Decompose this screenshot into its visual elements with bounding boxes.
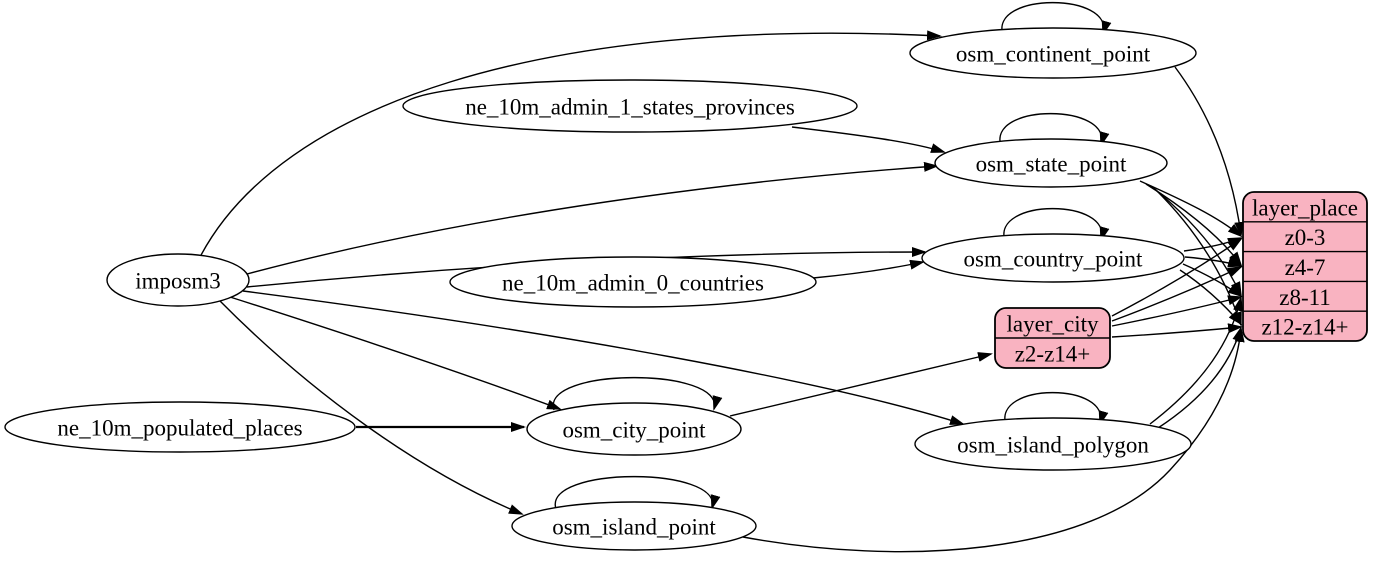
imposm3-ellipse [106,253,250,307]
edges-layer [199,2,1245,553]
self-loop-osm_island_point [554,476,721,510]
edge-osm_city_point-to-layer_city [729,352,993,417]
osm_state_point-label: osm_state_point [976,152,1127,177]
edge-imposm3-to-osm_state_point [246,161,939,275]
osm_country_point-ellipse [921,233,1185,283]
osm_island_point-ellipse [511,501,757,551]
osm_city_point-label: osm_city_point [562,418,706,443]
edge-osm_state_point-to-layer_place_z0-3 [1139,180,1243,238]
layer_place-row-z12-z14+: z12-z14+ [1261,315,1348,340]
node-ne_10m_admin_1_states_provinces: ne_10m_admin_1_states_provinces [402,79,858,133]
node-osm_continent_point: osm_continent_point [909,27,1197,79]
node-ne_10m_populated_places: ne_10m_populated_places [4,401,356,453]
edge-osm_continent_point-to-layer_place_z0-3 [1174,66,1245,237]
osm_state_point-ellipse [934,138,1168,188]
self-loop-osm_city_point [552,377,723,411]
ne_10m_admin_0_countries-ellipse [449,256,817,308]
layer_place-row-z0-3: z0-3 [1285,225,1326,250]
osm_island_polygon-label: osm_island_polygon [957,433,1149,458]
node-osm_city_point: osm_city_point [526,402,742,456]
edge-layer_city-to-layer_place_z0-3 [1111,237,1243,317]
node-osm_state_point: osm_state_point [934,138,1168,188]
layer_place-row-z8-11: z8-11 [1279,285,1331,310]
node-imposm3: imposm3 [106,253,250,307]
ne_10m_populated_places-ellipse [4,401,356,453]
edge-imposm3-to-osm_continent_point [199,30,942,258]
self-loop-osm_continent_point [1001,2,1112,36]
nodes-layer: imposm3 ne_10m_admin_1_states_provincesne… [4,27,1368,551]
ne_10m_populated_places-label: ne_10m_populated_places [57,416,302,441]
edge-osm_island_point-to-layer_place_z12-z14 [742,327,1245,553]
node-osm_country_point: osm_country_point [921,233,1185,283]
edge-osm_state_point-to-layer_place_z8-11 [1150,185,1242,297]
node-ne_10m_admin_0_countries: ne_10m_admin_0_countries [449,256,817,308]
layer_city-row-layer_city: layer_city [1007,312,1099,337]
edge-imposm3-to-osm_island_polygon [242,290,965,425]
osm_country_point-label: osm_country_point [964,247,1143,272]
ne_10m_admin_1_states_provinces-label: ne_10m_admin_1_states_provinces [465,95,795,120]
layer_place-row-layer_place: layer_place [1252,195,1358,220]
edge-layer_city-to-layer_place_z4-7 [1111,266,1243,322]
self-loop-osm_state_point [999,113,1110,147]
layer_place-row-z4-7: z4-7 [1285,255,1326,280]
edge-osm_country_point-to-layer_place_z4-7 [1184,256,1243,268]
osm_city_point-ellipse [526,402,742,456]
osm_island_point-label: osm_island_point [552,515,716,540]
osm_island_polygon-ellipse [914,417,1192,471]
layer_place-record [1242,191,1368,342]
node-layer_place: layer_place z0-3 z4-7 z8-11 z12-z14+ [1242,191,1368,342]
ne_10m_admin_1_states_provinces-ellipse [402,79,858,133]
osm_continent_point-label: osm_continent_point [956,42,1151,67]
node-osm_island_polygon: osm_island_polygon [914,417,1192,471]
osm_continent_point-ellipse [909,27,1197,79]
self-loop-osm_country_point [1003,208,1110,242]
edge-ne_10m_admin_0_countries-to-osm_country_point [812,259,925,279]
edge-ne_10m_admin_1_states_provinces-to-osm_state_point [791,126,946,153]
edge-imposm3-to-osm_island_point [218,299,524,515]
imposm3-label: imposm3 [135,269,221,294]
edge-osm_island_polygon-to-layer_place_z8-11 [1149,296,1243,425]
edge-osm_country_point-to-layer_place_z12-z14 [1179,269,1243,326]
edge-layer_city-to-layer_place_z8-11 [1111,295,1243,327]
edge-imposm3-to-osm_city_point [229,296,562,410]
edge-layer_city-to-layer_place_z12-z14 [1111,323,1243,338]
node-osm_island_point: osm_island_point [511,501,757,551]
layer_city-row-z2-z14+: z2-z14+ [1015,342,1091,367]
self-loop-osm_island_polygon [1004,392,1109,426]
ne_10m_admin_0_countries-label: ne_10m_admin_0_countries [502,271,764,296]
edge-osm_country_point-to-layer_place_z8-11 [1182,263,1243,298]
node-layer_city: layer_city z2-z14+ [994,307,1111,369]
